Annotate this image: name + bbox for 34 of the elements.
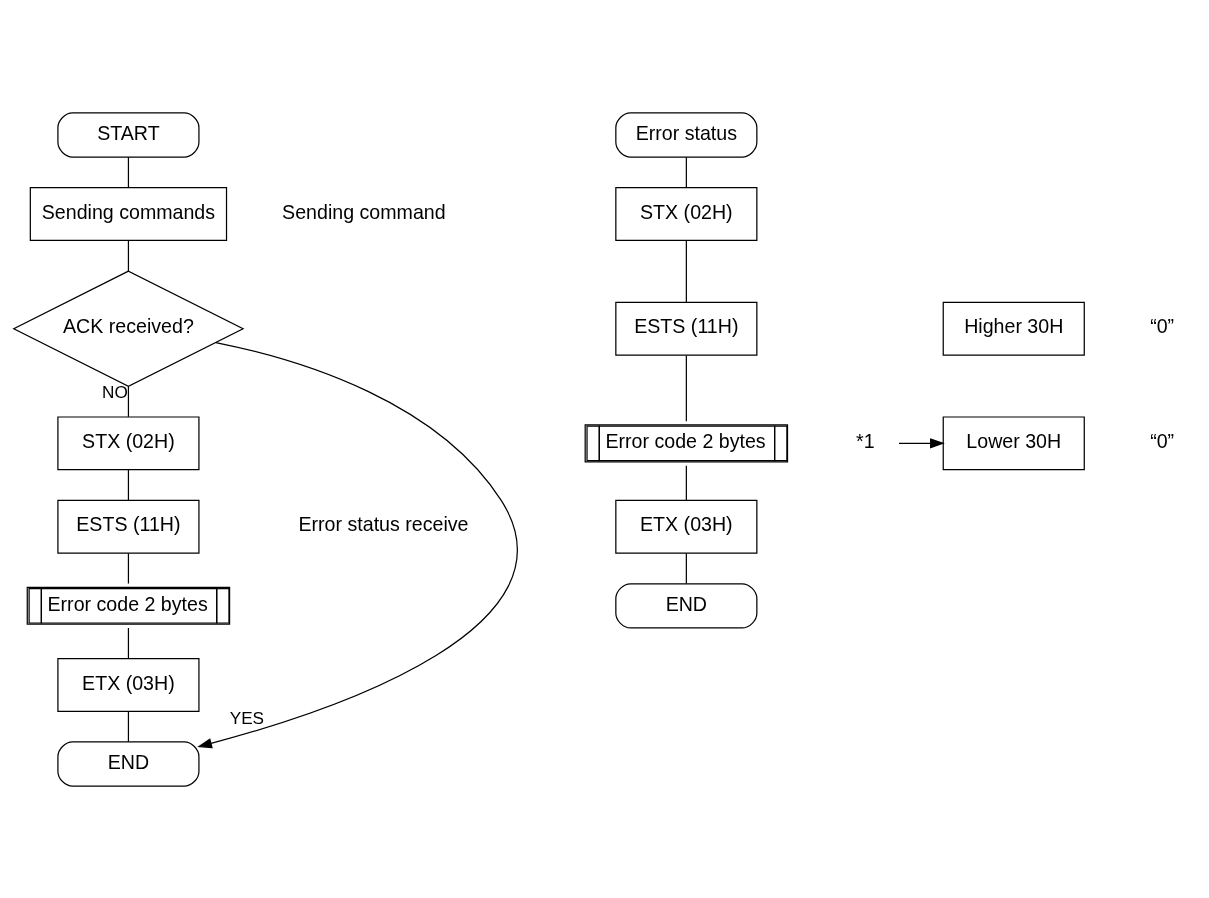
node-text: *1 <box>856 429 875 452</box>
node-box: ETX (03H) <box>57 657 200 712</box>
node-box: START <box>57 111 200 158</box>
connector <box>127 710 130 742</box>
node-box: Lower 30H <box>942 415 1085 470</box>
node-label: Sending command <box>282 200 446 223</box>
edge-label: YES <box>229 707 265 728</box>
connector <box>685 354 687 422</box>
node-box: END <box>57 740 200 787</box>
connector <box>127 156 130 188</box>
node-box: END <box>615 582 758 629</box>
node-box: ETX (03H) <box>615 499 758 554</box>
connector <box>127 626 130 659</box>
node-diamond: ACK received? <box>12 269 245 387</box>
node-box: ESTS (11H) <box>57 499 200 554</box>
node-label: “0” <box>1150 429 1175 452</box>
node-box: STX (02H) <box>615 186 758 241</box>
connector <box>685 239 687 303</box>
connector <box>127 385 130 417</box>
connector <box>127 239 130 272</box>
connector <box>685 552 687 584</box>
node-box: ESTS (11H) <box>615 301 758 356</box>
node-box: Sending commands <box>29 186 228 241</box>
connector <box>685 156 687 188</box>
arrow <box>898 437 945 449</box>
arrow <box>197 341 518 748</box>
node-box: Higher 30H <box>942 301 1085 356</box>
node-label: “0” <box>1150 314 1175 337</box>
connector <box>127 468 130 501</box>
node-box: Error status <box>615 111 758 158</box>
connector <box>685 464 687 501</box>
label: Error status receive <box>298 512 469 535</box>
connector <box>127 552 130 584</box>
node-box: STX (02H) <box>57 415 200 470</box>
